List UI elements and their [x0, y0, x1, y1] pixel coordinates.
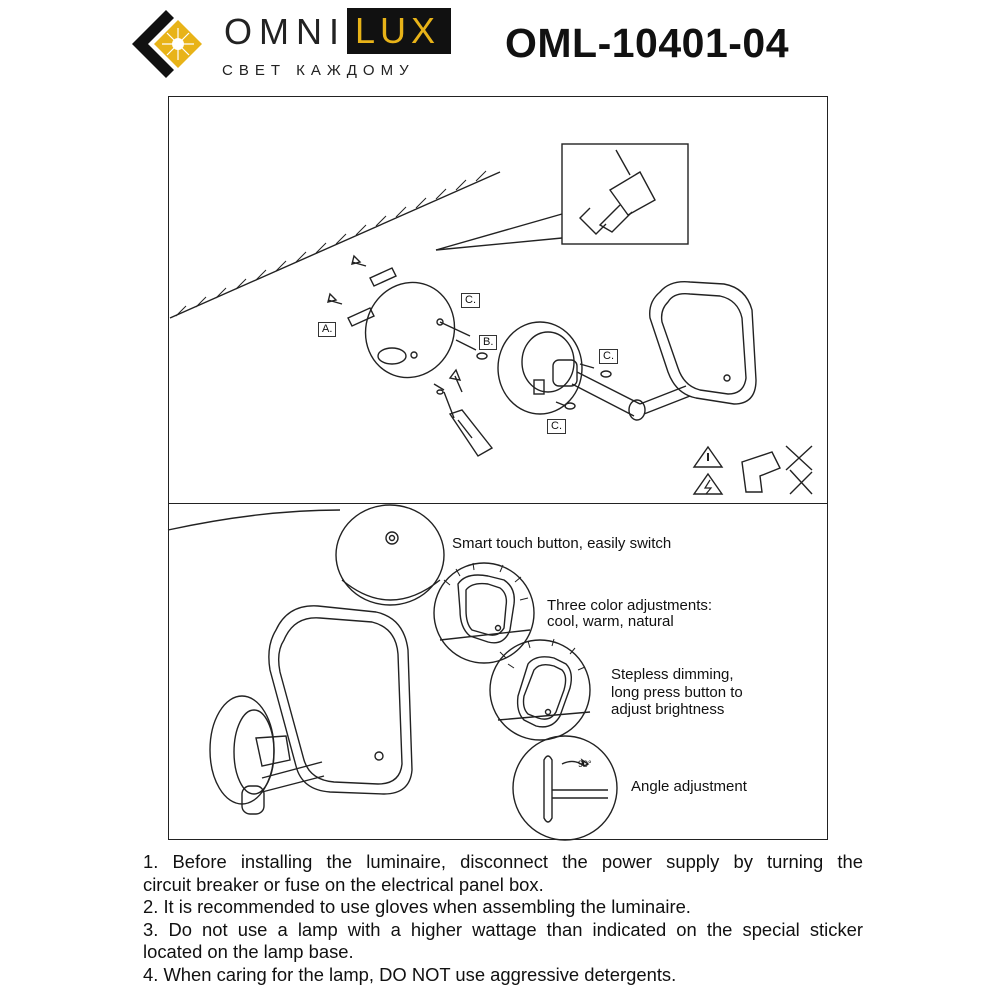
logo-chevron-icon	[132, 10, 174, 78]
wall-surface	[169, 170, 501, 319]
mounting-plate	[364, 281, 471, 379]
note-1-line-2: circuit breaker or fuse on the electrica…	[143, 873, 544, 895]
touch-button-zoom	[167, 504, 445, 606]
note-3-line-2: located on the lamp base.	[143, 941, 354, 963]
note-4: 4. When caring for the lamp, DO NOT use …	[143, 963, 677, 985]
color-adjust-line2: cool, warm, natural	[547, 613, 674, 630]
section-divider	[168, 503, 828, 504]
screws-icon	[433, 339, 488, 395]
small-screws-icon	[555, 363, 612, 410]
lamp-large-view	[209, 605, 413, 815]
omnilux-logo-mark	[132, 10, 202, 78]
brand-tagline: СВЕТ КАЖДОМУ	[222, 62, 415, 79]
model-number: OML-10401-04	[505, 20, 790, 66]
note-3-line-1: 3. Do not use a lamp with a higher watta…	[143, 918, 863, 940]
dimming-zoom	[489, 639, 591, 741]
brand-lux-box	[347, 8, 451, 54]
color-adjust-line1: Three color adjustments:	[547, 597, 713, 614]
brand-lux: LUX	[355, 10, 441, 51]
angle-adjust-text: Angle adjustment	[631, 778, 747, 795]
dowel-anchors-icon	[327, 254, 397, 327]
part-label-c-bottom: C.	[547, 419, 566, 434]
ray-lines	[443, 562, 586, 671]
dimming-line3: adjust brightness	[611, 701, 725, 718]
warning-icons	[692, 445, 813, 495]
part-label-c-top: C.	[461, 293, 480, 308]
dimming-line1: Stepless dimming,	[611, 666, 734, 683]
insert-arrow-icon	[448, 368, 463, 393]
note-2: 2. It is recommended to use gloves when …	[143, 896, 691, 918]
instruction-frame	[168, 96, 828, 840]
brand-omni: OMNI	[224, 11, 346, 52]
drill-inset-icon	[435, 143, 689, 251]
part-label-c-right: C.	[599, 349, 618, 364]
part-label-a: A.	[318, 322, 337, 337]
angle-zoom	[512, 735, 618, 841]
color-zoom	[433, 562, 535, 664]
part-label-b: B.	[479, 335, 498, 350]
angle-degree-label: 90°	[578, 759, 592, 769]
mirror-panel	[649, 281, 757, 405]
touch-button-text: Smart touch button, easily switch	[452, 535, 672, 552]
screwdriver-icon	[443, 391, 494, 457]
safety-notes: 1. Before installing the luminaire, disc…	[143, 851, 863, 987]
note-1-line-1: 1. Before installing the luminaire, disc…	[143, 851, 863, 872]
lamp-base	[497, 321, 691, 421]
dimming-line2: long press button to	[611, 684, 743, 701]
